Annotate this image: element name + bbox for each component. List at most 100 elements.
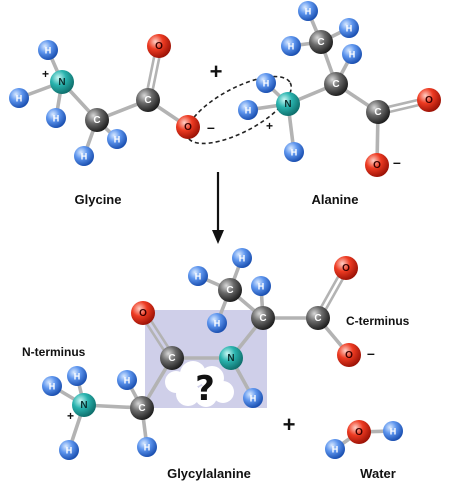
glycylalanine-atom-H1: H [42, 376, 62, 396]
glycylalanine-atom-sphere-Hm3 [207, 313, 227, 333]
alanine-atom-C: C [366, 100, 390, 124]
alanine-atom-sphere-Hm3 [281, 36, 301, 56]
glycylalanine-atom-Cm: C [218, 278, 242, 302]
glycine-atom-symbol-Os: O [184, 122, 192, 133]
alanine-atom-symbol-H1: H [263, 79, 270, 89]
alanine-atom-sphere-Hm1 [298, 1, 318, 21]
removed-groups-ellipse [185, 75, 293, 145]
glycine-atom-sphere-Ha [74, 146, 94, 166]
glycylalanine-atom-symbol-Hb1: H [144, 443, 151, 453]
alanine-atom-symbol-Hm1: H [305, 7, 312, 17]
glycylalanine-atom-Hm1: H [188, 266, 208, 286]
alanine-atom-N: N [276, 92, 300, 116]
glycylalanine-atom-C1: C [160, 346, 184, 370]
reactant-plus-sign: + [210, 59, 223, 84]
glycylalanine-atom-symbol-C2: C [314, 313, 321, 324]
alanine-atom-Hm2: H [339, 18, 359, 38]
alanine-atom-symbol-Hm3: H [288, 42, 295, 52]
glycylalanine-atom-Od: O [334, 256, 358, 280]
glycine-atom-H3: H [46, 108, 66, 128]
glycine-atom-sphere-N [50, 70, 74, 94]
alanine-atom-symbol-Hm2: H [346, 24, 353, 34]
glycine-amine-charge: + [42, 67, 49, 81]
alanine-atom-symbol-Od: O [425, 95, 433, 106]
glycine-atom-C: C [136, 88, 160, 112]
glycylalanine-atom-symbol-Ca1: C [138, 403, 145, 414]
glycylalanine-atom-sphere-Od [334, 256, 358, 280]
glycylalanine-atom-symbol-Hm2: H [239, 254, 246, 264]
glycine-atom-symbol-Od: O [155, 41, 163, 52]
glycylalanine-atom-symbol-HN: H [250, 394, 257, 404]
alanine-atom-sphere-Os [365, 153, 389, 177]
n-terminus-label: N-terminus [22, 345, 86, 359]
glycylalanine-atom-Hm3: H [207, 313, 227, 333]
glycylalanine-atom-HN: H [243, 388, 263, 408]
glycylalanine-atom-sphere-Hb1 [137, 437, 157, 457]
glycine-atom-N: N [50, 70, 74, 94]
glycine-atom-symbol-Ca: C [93, 115, 100, 126]
water-label: Water [360, 466, 396, 481]
alanine-atom-symbol-H3: H [291, 148, 298, 158]
water-atom-symbol-Hb: H [332, 445, 339, 455]
water-atom-sphere-Hb [325, 439, 345, 459]
glycylalanine-atom-sphere-Hm2 [232, 248, 252, 268]
glycine-atom-Hb: H [107, 129, 127, 149]
water-atom-Ha: H [383, 421, 403, 441]
alanine-atom-sphere-Ha [342, 44, 362, 64]
glycylalanine-atom-sphere-Cm [218, 278, 242, 302]
glycine-atom-Ca: C [85, 108, 109, 132]
glycine-atom-H2: H [9, 88, 29, 108]
glycylalanine-atom-sphere-H1 [42, 376, 62, 396]
alanine-amine-charge: + [266, 119, 273, 133]
alanine-carboxylate-charge: – [393, 154, 401, 170]
alanine-atom-Ha: H [342, 44, 362, 64]
water-atom-O: O [347, 420, 371, 444]
glycine-atom-sphere-Od [147, 34, 171, 58]
glycine-atom-sphere-Os [176, 115, 200, 139]
alanine-atom-symbol-H2: H [245, 106, 252, 116]
glycylalanine-atom-sphere-Ha1 [117, 370, 137, 390]
glycylalanine-atom-sphere-H2 [67, 366, 87, 386]
alanine-atom-sphere-H3 [284, 142, 304, 162]
glycylalanine-atom-symbol-N2: N [227, 353, 234, 364]
glycine-atom-symbol-N: N [58, 77, 65, 88]
reaction-arrow [212, 172, 224, 244]
alanine-atom-Hm1: H [298, 1, 318, 21]
glycine-atom-Os: O [176, 115, 200, 139]
glycylalanine-atom-H2: H [67, 366, 87, 386]
glycylalanine-atom-symbol-H2: H [74, 372, 81, 382]
alanine-atom-Cm: C [309, 30, 333, 54]
glycylalanine-atom-Hb1: H [137, 437, 157, 457]
glycine-atom-symbol-H3: H [53, 114, 60, 124]
alanine-atom-symbol-C: C [374, 107, 381, 118]
water-atom-Hb: H [325, 439, 345, 459]
glycylalanine-atom-sphere-O1 [131, 301, 155, 325]
glycylalanine-atom-sphere-Ca2 [251, 306, 275, 330]
c-terminus-label: C-terminus [346, 314, 410, 328]
alanine-atom-H1: H [256, 73, 276, 93]
glycine-atom-H1: H [38, 40, 58, 60]
alanine-atom-sphere-H1 [256, 73, 276, 93]
alanine-atom-Ca: C [324, 72, 348, 96]
product-label: Glycylalanine [167, 466, 251, 481]
glycylalanine-atom-C2: C [306, 306, 330, 330]
glycylalanine-atom-sphere-N1 [72, 393, 96, 417]
glycylalanine-atom-sphere-N2 [219, 346, 243, 370]
glycylalanine-atom-H3: H [59, 440, 79, 460]
alanine-atom-Od: O [417, 88, 441, 112]
alanine-atom-Os: O [365, 153, 389, 177]
alanine-atom-symbol-Os: O [373, 160, 381, 171]
glycylalanine-atom-symbol-H3: H [66, 446, 73, 456]
alanine-atom-Hm3: H [281, 36, 301, 56]
glycylalanine-atom-Ca1: C [130, 396, 154, 420]
alanine-atom-H2: H [238, 100, 258, 120]
glycylalanine-atom-sphere-Ha2 [251, 276, 271, 296]
glycine-atom-Ha: H [74, 146, 94, 166]
glycylalanine-atom-sphere-HN [243, 388, 263, 408]
glycine-atom-symbol-H2: H [16, 94, 23, 104]
glycine-atom-sphere-H1 [38, 40, 58, 60]
water-atom-symbol-Ha: H [390, 427, 397, 437]
glycylalanine-atom-Ca2: C [251, 306, 275, 330]
